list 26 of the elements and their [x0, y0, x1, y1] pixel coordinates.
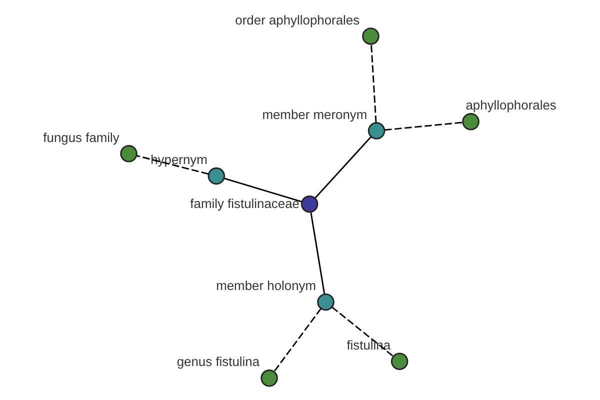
- node-circle: [120, 145, 137, 162]
- node-label: member holonym: [216, 278, 316, 294]
- connector: [331, 306, 394, 357]
- connector: [224, 178, 302, 202]
- connector: [314, 136, 371, 198]
- connector: [370, 44, 376, 123]
- node-label: fistulina: [346, 337, 390, 352]
- node-circle: [462, 113, 479, 130]
- node-label: fungus family: [42, 130, 119, 145]
- node-circle: [390, 352, 408, 370]
- node-label: family fistulinaceae: [190, 196, 299, 212]
- node-circle: [316, 293, 334, 311]
- node-label: member meronym: [262, 106, 367, 122]
- node-label: order aphyllophorales: [234, 12, 360, 28]
- node-circle: [300, 196, 318, 213]
- node-circle: [207, 167, 225, 185]
- node-circle: [362, 28, 379, 45]
- node-label: hypernym: [150, 152, 207, 168]
- connector: [273, 308, 322, 372]
- connector: [136, 154, 208, 175]
- node-circle: [367, 122, 385, 140]
- node-circle: [260, 370, 278, 387]
- node-label: genus fistulina: [176, 354, 260, 370]
- connector: [384, 122, 462, 131]
- connector: [310, 212, 325, 294]
- node-label: aphyllophorales: [465, 98, 556, 113]
